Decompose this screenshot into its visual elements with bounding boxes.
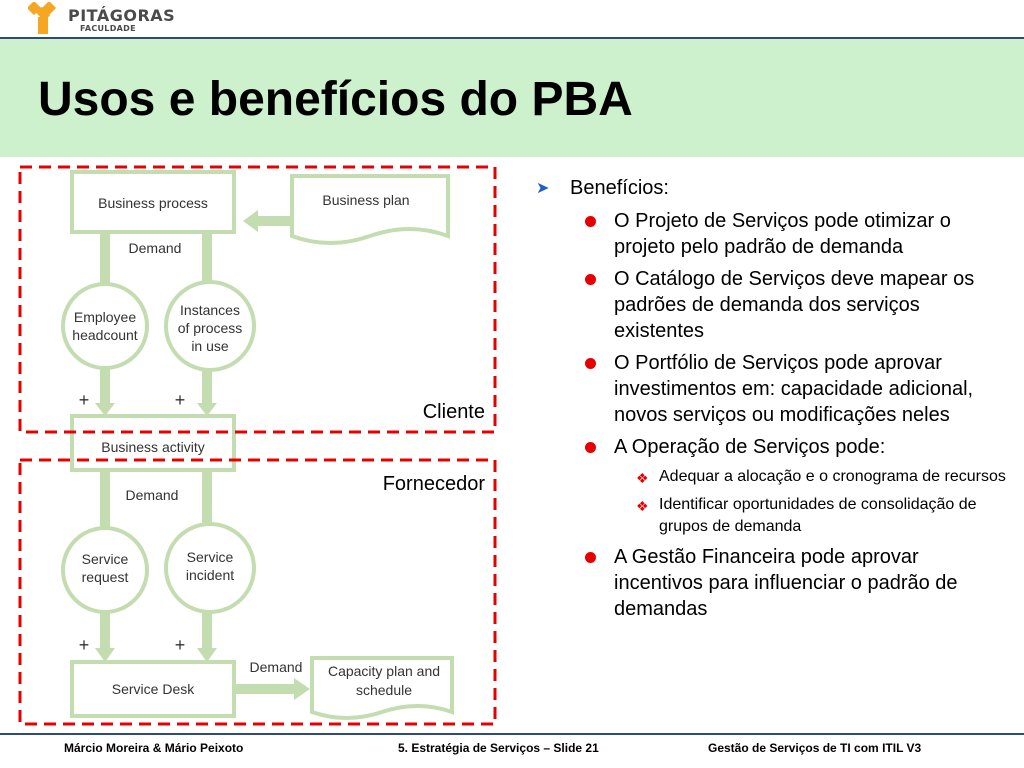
footer-slide-number: 5. Estratégia de Serviços – Slide 21 (398, 741, 599, 755)
service-incident-line1: Service (187, 549, 234, 565)
arrow-head (197, 648, 217, 662)
business-activity-label: Business activity (101, 439, 204, 455)
connector (100, 472, 110, 532)
employee-headcount-circle (61, 282, 149, 370)
sub-list-item-text: Identificar oportunidades de consolidaçã… (659, 496, 977, 535)
capacity-plan-doc (310, 656, 454, 720)
footer-rule (0, 733, 1024, 735)
fornecedor-region (18, 458, 497, 726)
benefits-heading-text: Benefícios: (570, 177, 669, 199)
instances-line3: in use (191, 338, 229, 354)
demand-diagram: Business process Business plan Demand Em… (0, 160, 500, 730)
service-desk-box (70, 660, 236, 718)
employee-headcount-line1: Employee (74, 309, 136, 325)
capacity-plan-line2: schedule (356, 682, 412, 698)
footer-course: Gestão de Serviços de TI com ITIL V3 (708, 741, 922, 755)
bullet-dot-icon (585, 274, 596, 285)
instances-circle (164, 280, 256, 372)
capacity-plan-line1: Capacity plan and (328, 663, 440, 679)
fornecedor-label: Fornecedor (383, 473, 486, 495)
business-process-label: Business process (98, 195, 208, 211)
benefits-heading: ➤ Benefícios: (536, 176, 1010, 200)
employee-headcount-line2: headcount (72, 327, 138, 343)
cliente-label: Cliente (423, 401, 485, 423)
list-item-text: O Catálogo de Serviços deve mapear os pa… (614, 268, 975, 342)
arrow-bullet-icon: ➤ (536, 180, 550, 197)
list-item: A Gestão Financeira pode aprovar incenti… (540, 544, 1010, 622)
sub-list-item-text: Adequar a alocação e o cronograma de rec… (659, 468, 1006, 485)
arrow-head (95, 403, 115, 416)
service-incident-circle (164, 522, 256, 614)
plus-sign: + (79, 390, 90, 410)
diagram-svg: Business process Business plan Demand Em… (18, 165, 497, 726)
connector (202, 365, 212, 405)
list-item: O Projeto de Serviços pode otimizar o pr… (540, 208, 1010, 260)
logo-name: PITÁGORAS (68, 6, 176, 25)
demand-label-mid: Demand (126, 487, 179, 503)
connector (202, 232, 212, 287)
pitagoras-logo-icon (28, 2, 57, 34)
plus-sign: + (79, 635, 90, 655)
list-item: O Portfólio de Serviços pode aprovar inv… (540, 350, 1010, 428)
arrow-head (197, 403, 217, 416)
bullet-dot-icon (585, 216, 596, 227)
footer-authors: Márcio Moreira & Mário Peixoto (64, 741, 244, 755)
list-item: O Catálogo de Serviços deve mapear os pa… (540, 266, 1010, 344)
connector (202, 610, 212, 652)
list-item-text: A Gestão Financeira pode aprovar incenti… (614, 546, 958, 620)
instances-line2: of process (178, 320, 243, 336)
list-item-text: O Portfólio de Serviços pode aprovar inv… (614, 352, 974, 426)
connector (255, 216, 293, 226)
bullet-dot-icon (585, 552, 596, 563)
connector (100, 365, 110, 405)
connector (100, 610, 110, 652)
demand-label-bottom: Demand (250, 659, 303, 675)
diamond-bullet-icon: ❖ (636, 470, 649, 486)
plus-sign: + (175, 390, 186, 410)
business-plan-label: Business plan (322, 192, 409, 208)
plus-sign: + (175, 635, 186, 655)
service-request-line2: request (82, 569, 129, 585)
connector (236, 684, 296, 694)
service-request-circle (61, 526, 149, 614)
logo-subtitle: FACULDADE (80, 24, 136, 33)
instances-line1: Instances (180, 302, 240, 318)
bullet-dot-icon (585, 358, 596, 369)
arrow-head (95, 648, 115, 662)
benefits-list: ➤ Benefícios: O Projeto de Serviços pode… (536, 176, 1010, 628)
arrow-head (243, 210, 258, 232)
bullet-dot-icon (585, 442, 596, 453)
demand-label-top: Demand (129, 240, 182, 256)
logo-strip: PITÁGORAS FACULDADE (0, 0, 1024, 38)
connector (100, 232, 110, 287)
sub-list-item: ❖ Identificar oportunidades de consolida… (540, 494, 1010, 538)
service-desk-label: Service Desk (112, 681, 195, 697)
header-rule (0, 37, 1024, 39)
service-request-line1: Service (82, 551, 129, 567)
cliente-region (18, 165, 497, 434)
sub-list-item: ❖ Adequar a alocação e o cronograma de r… (540, 466, 1010, 488)
business-process-box (70, 170, 236, 234)
slide-title: Usos e benefícios do PBA (38, 73, 633, 126)
arrow-head (294, 678, 310, 700)
service-incident-line2: incident (186, 567, 234, 583)
business-plan-doc (290, 174, 450, 245)
diamond-bullet-icon: ❖ (636, 498, 649, 514)
list-item-text: O Projeto de Serviços pode otimizar o pr… (614, 210, 951, 258)
title-band (0, 39, 1024, 157)
list-item: A Operação de Serviços pode: (540, 434, 1010, 460)
connector (202, 472, 212, 532)
list-item-text: A Operação de Serviços pode: (614, 436, 886, 458)
